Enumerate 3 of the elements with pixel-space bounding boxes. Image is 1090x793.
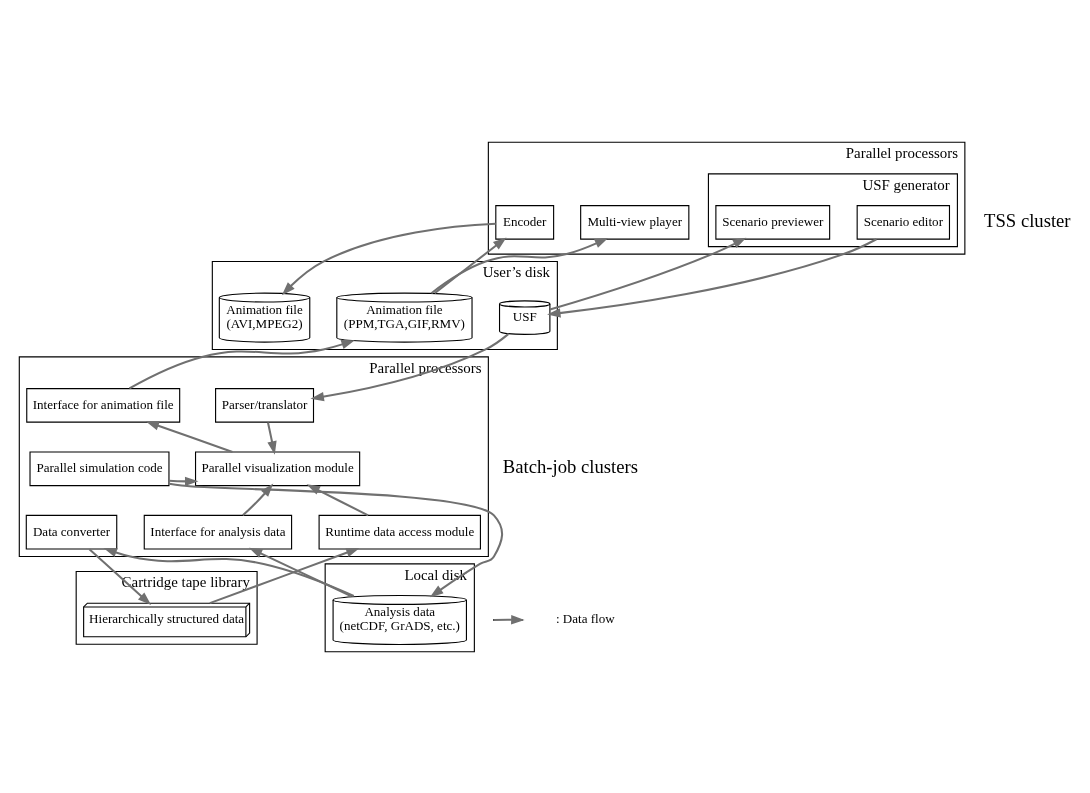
label: TSS cluster: [984, 209, 1071, 231]
label: Batch-job clusters: [502, 455, 638, 477]
legend-label: : Data flow: [555, 610, 615, 626]
